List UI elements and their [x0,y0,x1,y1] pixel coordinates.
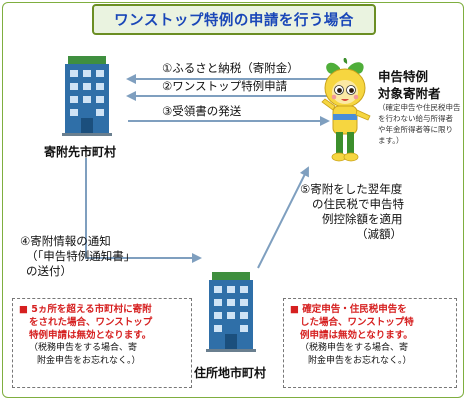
arrow-step5 [257,166,309,269]
step3-label: ③受領書の発送 [162,104,242,118]
donor-note: （確定申告や住民税申告 を行わない給与所得者 や年金所得者等に限り ます。） [378,102,464,146]
warning-black-line: （税務申告をする場合、寄 [29,343,138,353]
diagram-title: ワンストップ特例の申請を行う場合 [114,13,354,29]
warning-red-line: した場合、ワンストップ特 [300,317,414,328]
donor-note-line: や年金所得者等に限り [378,125,453,134]
warning-red-line: 特例申請は無効となります。 [29,330,152,341]
donor-note-line: （確定申告や住民税申告 [378,103,461,112]
donor-title-line2: 対象寄附者 [378,86,441,101]
warning-box-right: ■ 確定申告・住民税申告を した場合、ワンストップ特 例申請は無効となります。 … [283,298,457,388]
step4-line: の送付） [26,264,72,278]
building-icon [206,272,256,356]
donor-note-line: を行わない給与所得者 [378,114,453,123]
warning-red-line: ■ 5ヵ所を超える市町村に寄附 [19,304,152,315]
step1-label: ①ふるさと納税（寄附金） [162,61,299,75]
step4-line: ④寄附情報の通知 [20,234,111,248]
warning-red-line: をされた場合、ワンストップ [29,317,153,328]
warning-red-line: ■ 確定申告・住民税申告を [290,304,407,315]
title-box: ワンストップ特例の申請を行う場合 [92,4,376,35]
step4-label: ④寄附情報の通知 （「申告特例通知書」 の送付） [20,234,135,279]
mascot-icon [318,57,374,170]
outer-frame [2,2,464,398]
warning-box-left: ■ 5ヵ所を超える市町村に寄附 をされた場合、ワンストップ 特例申請は無効となり… [12,298,192,388]
warning-black-line: 附金申告をお忘れなく。） [37,356,141,366]
step5-label: ⑤寄附をした翌年度 の住民税で申告特 例控除額を適用 （減額） [300,182,404,242]
step5-line: ⑤寄附をした翌年度 [300,182,403,196]
residence-city-label: 住所地市町村 [194,366,267,380]
arrow-step4 [85,158,202,263]
donor-note-line: ます。） [378,136,404,145]
warning-black-line: （税務申告をする場合、寄 [300,343,409,353]
step2-label: ②ワンストップ特例申請 [162,79,288,93]
step5-line: （減額） [356,227,402,241]
donation-city-label: 寄附先市町村 [44,145,117,159]
donor-title-line1: 申告特例 [378,69,429,84]
step4-line: （「申告特例通知書」 [26,249,136,263]
step5-line: 例控除額を適用 [322,212,403,226]
warning-black-line: 附金申告をお忘れなく。） [308,356,412,366]
step5-line: の住民税で申告特 [312,197,404,211]
building-icon [62,56,112,140]
warning-red-line: 例申請は無効となります。 [300,330,413,341]
